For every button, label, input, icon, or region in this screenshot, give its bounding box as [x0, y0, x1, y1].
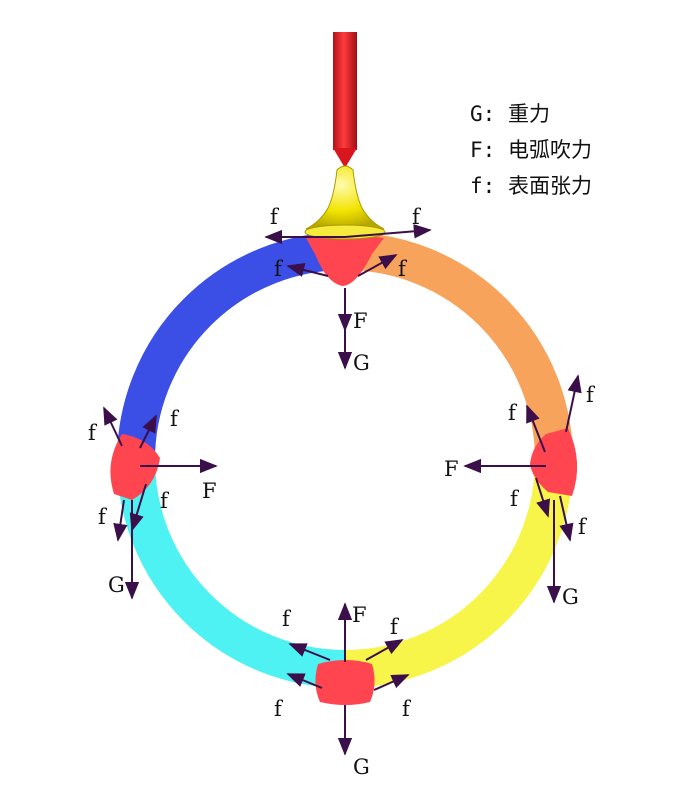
force-labels: f f f f F G f f F f f G f f F f f G f F … — [88, 205, 596, 779]
label-f-bottom-left-outer: f — [282, 607, 292, 631]
arrow-f-right-lower-inner — [535, 477, 550, 518]
label-f-bottom-left-inner: f — [274, 697, 284, 721]
legend: G: 重力 F: 电弧吹力 f: 表面张力 — [470, 96, 592, 204]
arrow-f-left-lower-outer — [113, 499, 128, 542]
arrow-f-top-left-inner — [286, 262, 329, 277]
legend-key: G — [470, 102, 483, 126]
ring-segment-bottom-right — [344, 459, 573, 688]
arrow-f-bottom-right-inner — [373, 674, 410, 691]
weld-pool-top — [306, 235, 384, 286]
label-G-top: G — [353, 351, 370, 375]
label-G-right: G — [562, 585, 579, 609]
label-f-top-right-outer: f — [412, 205, 422, 229]
label-f-top-right-inner: f — [398, 257, 408, 281]
weld-pool-left — [110, 434, 160, 500]
label-F-left: F — [202, 479, 217, 503]
ring-segment-top-right — [344, 232, 573, 461]
arc-bell — [305, 165, 385, 230]
electrode-rod — [333, 32, 357, 150]
label-F-top: F — [353, 309, 368, 333]
label-f-right-lower-outer: f — [578, 515, 588, 539]
label-f-left-lower-inner: f — [160, 489, 170, 513]
ring-segment-top-left — [117, 232, 346, 461]
label-f-right-upper-outer: f — [586, 383, 596, 407]
arrow-f-left-upper-inner — [139, 414, 157, 449]
legend-text: 表面张力 — [507, 174, 592, 198]
legend-item-surface-tension: f: 表面张力 — [470, 168, 592, 204]
label-f-bottom-right-outer: f — [390, 615, 400, 639]
label-f-right-upper-inner: f — [508, 401, 518, 425]
arrow-f-bottom-left-inner — [286, 673, 323, 689]
arrow-f-right-lower-outer — [559, 495, 574, 542]
arrow-f-bottom-right-outer — [365, 639, 404, 661]
arrow-f-top-right-outer — [344, 224, 432, 239]
force-arrows — [103, 224, 582, 756]
label-f-right-lower-inner: f — [510, 487, 520, 511]
label-f-left-upper-inner: f — [170, 407, 180, 431]
arrow-f-bottom-left-outer — [288, 643, 331, 661]
arrow-f-right-upper-inner — [526, 404, 546, 453]
weld-pools — [110, 235, 578, 705]
arrow-f-right-upper-outer — [565, 374, 582, 433]
arrow-f-left-upper-outer — [103, 406, 123, 447]
legend-key: f — [470, 174, 483, 198]
label-f-top-left-inner: f — [274, 257, 284, 281]
label-f-left-lower-outer: f — [98, 505, 108, 529]
label-F-bottom: F — [352, 603, 367, 627]
weld-pool-bottom — [315, 660, 375, 705]
label-f-top-left-outer: f — [270, 205, 280, 229]
label-f-left-upper-outer: f — [88, 421, 98, 445]
legend-text: 重力 — [507, 102, 550, 126]
label-f-bottom-right-inner: f — [402, 697, 412, 721]
label-G-left: G — [108, 573, 125, 597]
legend-separator: : — [482, 102, 508, 126]
ring-segment-bottom-left — [117, 459, 346, 688]
arrow-f-left-lower-inner — [129, 483, 147, 532]
arrow-f-top-right-inner — [357, 254, 398, 277]
legend-item-gravity: G: 重力 — [470, 96, 592, 132]
legend-item-arc-force: F: 电弧吹力 — [470, 132, 592, 168]
legend-separator: : — [482, 138, 508, 162]
legend-key: F — [470, 138, 483, 162]
electrode-tip — [333, 148, 357, 168]
legend-separator: : — [482, 174, 508, 198]
label-F-right: F — [444, 457, 459, 481]
legend-text: 电弧吹力 — [507, 138, 592, 162]
label-G-bottom: G — [353, 755, 370, 779]
